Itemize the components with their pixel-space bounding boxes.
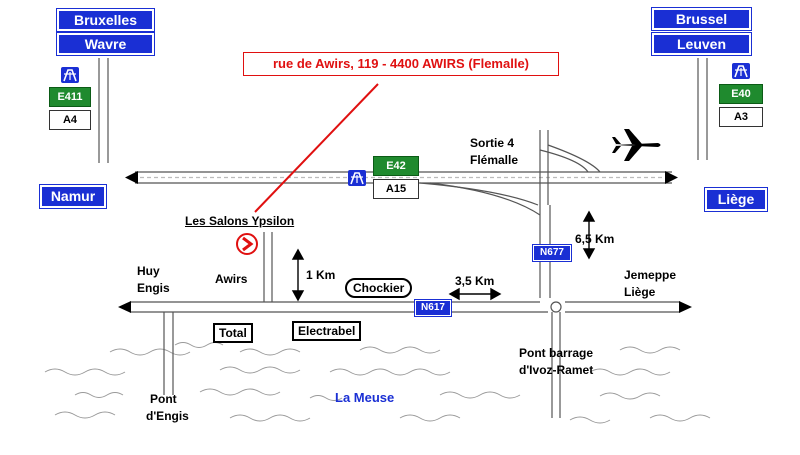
label-jemeppe: Jemeppe [624,268,677,282]
arrow-west-e42 [125,171,138,184]
label-distance-6-5km: 6,5 Km [575,232,615,246]
badge-n617: N617 [414,299,452,317]
address-box: rue de Awirs, 119 - 4400 AWIRS (Flemalle… [243,52,559,76]
label-distance-1km: 1 Km [306,268,336,282]
badge-a4: A4 [49,110,91,130]
badge-a3: A3 [719,107,763,127]
highway-e411 [98,58,109,163]
label-electrabel: Electrabel [292,321,362,341]
sign-namur: Namur [39,184,107,209]
label-d-engis: d'Engis [146,409,189,423]
label-flemalle: Flémalle [470,153,519,167]
label-salons-ypsilon: Les Salons Ypsilon [185,214,295,228]
badge-a15: A15 [373,179,419,199]
label-chockier: Chockier [345,278,413,298]
bridge-ivoz-ramet [551,312,561,418]
label-distance-3-5km: 3,5 Km [455,274,495,288]
river-waves [44,342,711,424]
label-sortie-4: Sortie 4 [470,136,515,150]
road-awirs [263,232,273,302]
label-huy: Huy [137,264,160,278]
label-ivoz-ramet: d'Ivoz-Ramet [519,363,594,377]
label-pont-barrage: Pont barrage [519,346,594,360]
arrow-east-n617 [679,301,692,313]
road-n617 [130,301,680,313]
address-pointer [254,83,379,213]
badge-n677: N677 [532,244,572,262]
motorway-icon [732,63,750,79]
dist-arrow-3-5km [448,287,502,301]
airplane-icon [612,129,661,161]
label-pont: Pont [150,392,177,406]
sign-leuven: Leuven [651,32,752,56]
dist-arrow-1km [291,248,305,302]
arrow-west-n617 [118,301,131,313]
sign-bruxelles: Bruxelles [56,8,155,32]
label-awirs: Awirs [215,272,248,286]
label-liege-road: Liège [624,285,656,299]
arrow-east-e42 [665,171,678,184]
label-la-meuse: La Meuse [335,390,395,405]
label-total: Total [213,323,253,343]
motorway-icon [61,67,79,83]
sign-liege: Liège [704,187,768,212]
motorway-icon [348,170,366,186]
badge-e40: E40 [719,84,763,104]
badge-e411: E411 [49,87,91,107]
sign-wavre: Wavre [56,32,155,56]
badge-e42: E42 [373,156,419,176]
label-engis: Engis [137,281,170,295]
dist-arrow-6-5km [582,210,596,260]
bridge-engis [163,312,174,395]
destination-marker-icon [236,233,258,255]
exit-sortie-4 [419,130,601,216]
highway-e40 [697,58,708,160]
sign-brussel: Brussel [651,7,752,31]
